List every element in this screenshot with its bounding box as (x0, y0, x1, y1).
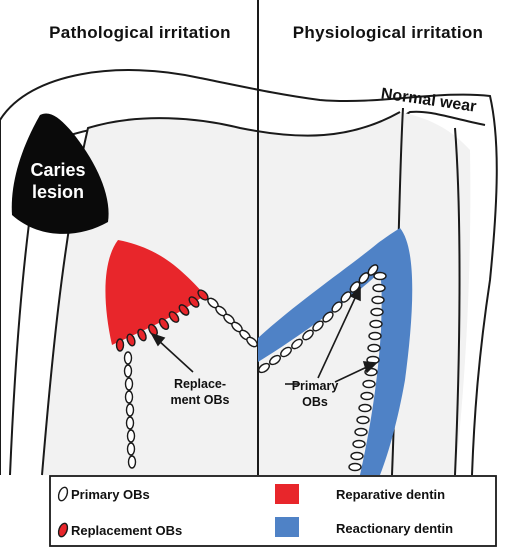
legend-reactionary-swatch (275, 517, 299, 537)
caries-label-line1: Caries (30, 160, 85, 180)
legend-primary-obs-label: Primary OBs (71, 487, 150, 502)
normal-wear-label: Normal wear (380, 85, 477, 115)
replacement-obs-callout-line1: Replace- (174, 377, 226, 391)
header-physiological: Physiological irritation (293, 23, 483, 42)
primary-obs-callout-line1: Primary (292, 379, 339, 393)
header-pathological: Pathological irritation (49, 23, 231, 42)
caries-label-line2: lesion (32, 182, 84, 202)
replacement-obs-callout-line2: ment OBs (170, 393, 229, 407)
primary-obs-callout-line2: OBs (302, 395, 328, 409)
legend-reparative-label: Reparative dentin (336, 487, 445, 502)
legend-reparative-swatch (275, 484, 299, 504)
legend-replacement-obs-label: Replacement OBs (71, 523, 182, 538)
legend-reactionary-label: Reactionary dentin (336, 521, 453, 536)
